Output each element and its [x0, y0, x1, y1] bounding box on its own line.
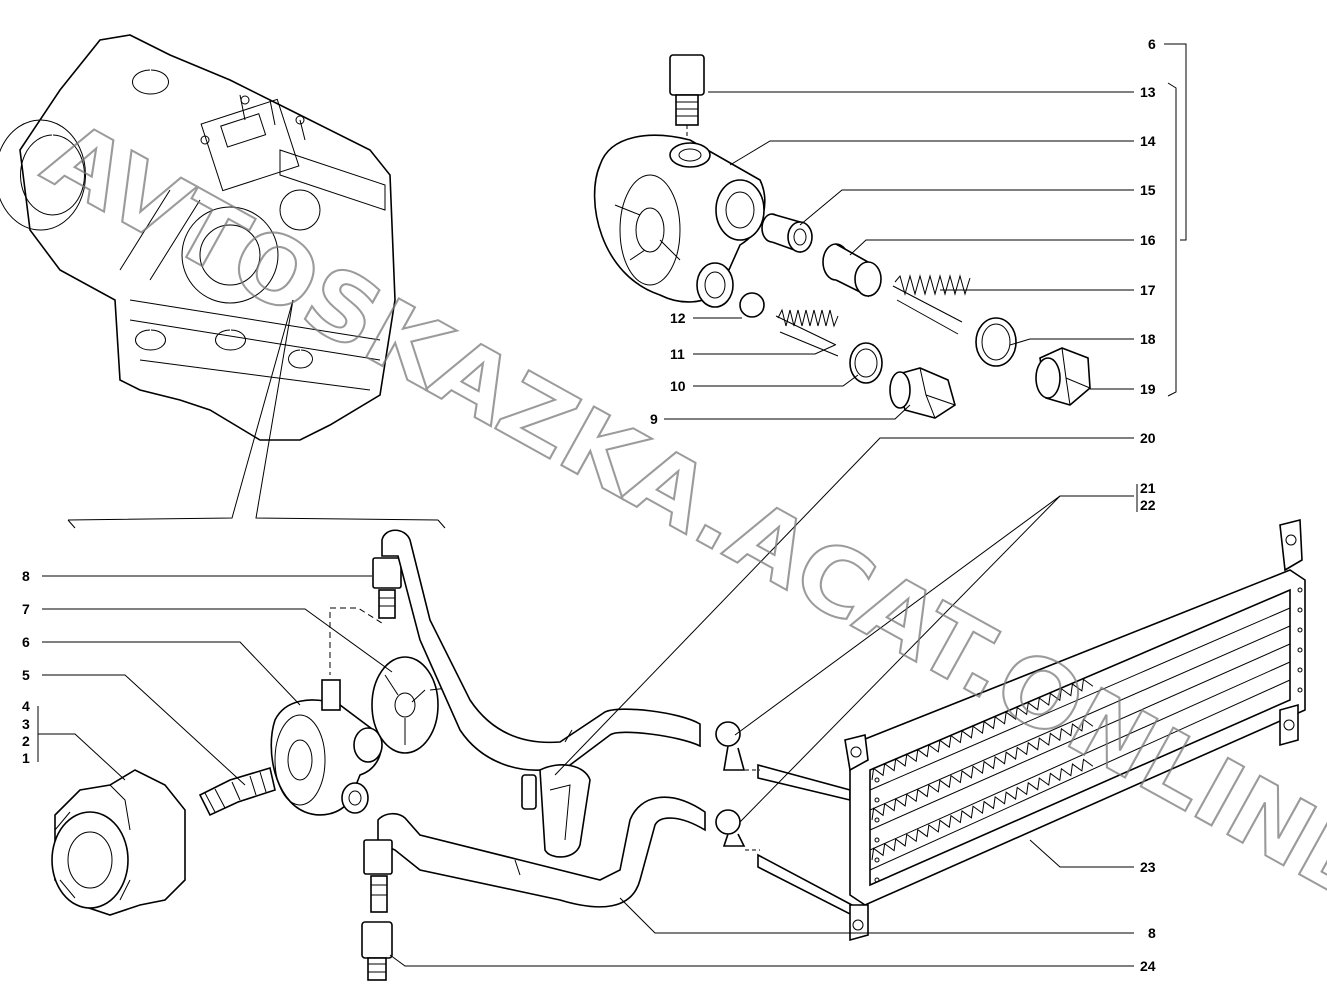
- label-17: 17: [1140, 282, 1156, 298]
- hose-clamps-21-22: [715, 721, 746, 847]
- label-15: 15: [1140, 182, 1156, 198]
- label-10: 10: [670, 378, 686, 394]
- washer-10: [849, 342, 883, 384]
- label-12: 12: [670, 310, 686, 326]
- spring-11: [775, 308, 839, 357]
- spring-17: [892, 274, 971, 335]
- engine-block: [0, 34, 396, 441]
- label-20: 20: [1140, 430, 1156, 446]
- plug-19: [1035, 347, 1091, 406]
- valve-15: [761, 213, 813, 254]
- leader-lines: [37, 43, 1187, 967]
- label-8-left: 8: [22, 568, 30, 584]
- oil-cooler-23: [844, 518, 1306, 942]
- adapter-6: [270, 679, 383, 816]
- oil-filter-1-4: [51, 769, 186, 916]
- label-24: 24: [1140, 958, 1156, 974]
- label-11: 11: [670, 346, 685, 362]
- plug-9: [889, 367, 956, 419]
- label-14: 14: [1140, 133, 1156, 149]
- label-6-left: 6: [22, 634, 30, 650]
- label-1: 1: [22, 750, 30, 766]
- valve-assembly: [593, 54, 1091, 419]
- label-7: 7: [22, 601, 30, 617]
- oil-hoses: [377, 529, 706, 908]
- label-3: 3: [22, 716, 30, 732]
- fitting-8-lower: [363, 839, 393, 913]
- label-18: 18: [1140, 331, 1156, 347]
- label-13: 13: [1140, 84, 1156, 100]
- label-4: 4: [22, 698, 30, 714]
- gasket-7: [371, 656, 439, 754]
- nipple-5: [198, 766, 276, 817]
- fitting-13: [669, 54, 705, 126]
- label-23: 23: [1140, 859, 1156, 875]
- label-9: 9: [650, 411, 658, 427]
- clip-20: [521, 764, 591, 858]
- sleeve-16: [822, 243, 882, 298]
- part-labels: 6 13 14 15 16 17 18 19 12 11 10 9 20 21 …: [22, 36, 1156, 974]
- ring-18: [975, 317, 1017, 367]
- label-5: 5: [22, 667, 30, 683]
- label-21: 21: [1140, 480, 1156, 496]
- label-19: 19: [1140, 381, 1156, 397]
- label-6-top: 6: [1148, 36, 1156, 52]
- ball-12: [739, 292, 765, 318]
- label-8-right: 8: [1148, 925, 1156, 941]
- label-16: 16: [1140, 232, 1156, 248]
- fitting-8-upper: [372, 557, 402, 619]
- fitting-24: [361, 921, 393, 981]
- adapter-housing-14: [593, 134, 766, 308]
- label-22: 22: [1140, 497, 1156, 513]
- label-2: 2: [22, 733, 30, 749]
- cooler-side-holes: [874, 587, 1303, 883]
